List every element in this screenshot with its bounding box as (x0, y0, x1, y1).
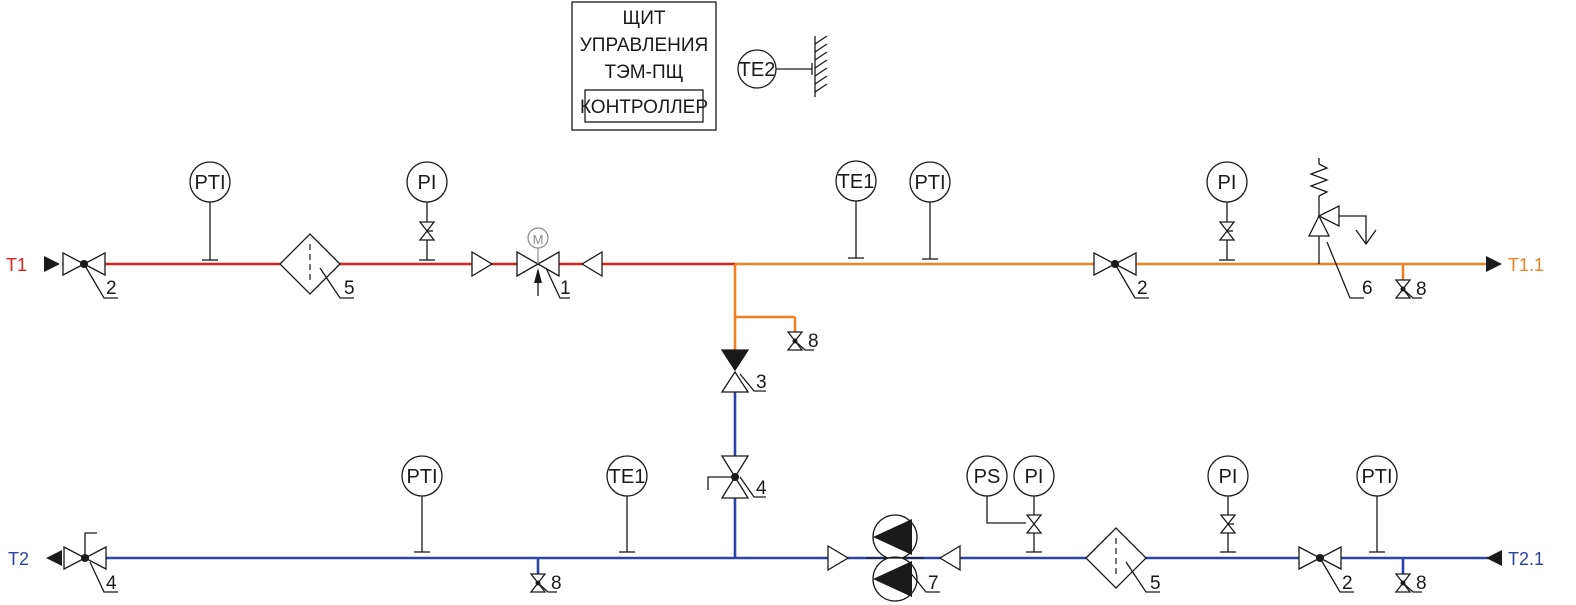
pressure-indicator: PI (406, 161, 448, 261)
temperature-sensor: TE1 (835, 160, 877, 259)
drain-valve-icon: 8 (786, 331, 819, 352)
instrument-label: TE1 (609, 466, 646, 488)
controller-box (584, 89, 704, 123)
drain-valve-icon: 8 (1394, 279, 1427, 300)
temperature-sensor: TE1 (606, 455, 648, 553)
label-t11: T1.1 (1486, 255, 1544, 275)
item-number: 8 (551, 573, 562, 594)
item-number: 4 (106, 573, 117, 594)
pressure-indicator: PI (1013, 455, 1055, 553)
reducer-icon (938, 544, 961, 572)
instrument-label: TE1 (838, 171, 875, 193)
ball-valve-icon: 2 (1298, 545, 1354, 594)
instrument-label: PTI (914, 172, 945, 194)
item-number: 1 (560, 278, 571, 299)
pressure-temperature-indicator: PTI (1356, 455, 1398, 553)
item-number: 5 (344, 278, 355, 299)
panel-title-line-2: УПРАВЛЕНИЯ (580, 35, 709, 56)
label-t21: T2.1 (1486, 549, 1544, 569)
item-number: 8 (1416, 279, 1427, 300)
t21-text: T2.1 (1508, 549, 1544, 569)
instrument-label: PS (974, 466, 1001, 488)
instrument-label: PI (1219, 466, 1238, 488)
reducer-icon (471, 250, 494, 278)
pressure-indicator: PI (1207, 455, 1249, 553)
motorized-control-valve-icon: M 1 (516, 227, 571, 299)
reducer-icon (580, 250, 603, 278)
item-number: 2 (1137, 278, 1148, 299)
pressure-indicator: PI (1206, 161, 1248, 261)
instrument-label: PTI (194, 172, 225, 194)
pressure-temperature-indicator: PTI (189, 161, 231, 261)
balancing-valve-icon: 4 (707, 455, 767, 499)
instrument-label: PI (1025, 466, 1044, 488)
strainer-filter-icon: 5 (1085, 527, 1161, 594)
panel-title-line-3: ТЭМ-ПЩ (605, 62, 684, 83)
drain-valve-icon: 8 (529, 573, 562, 594)
pressure-temperature-indicator: PTI (401, 455, 443, 553)
check-valve-icon: 3 (720, 349, 767, 393)
label-t1: T1 (6, 255, 60, 275)
instrument-label: PTI (1361, 466, 1392, 488)
reducer-icon (827, 544, 850, 572)
item-number: 3 (756, 372, 767, 393)
controller-label: КОНТРОЛЛЕР (580, 97, 708, 118)
t11-text: T1.1 (1508, 255, 1544, 275)
item-number: 2 (1342, 573, 1353, 594)
safety-relief-valve-icon: 6 (1307, 158, 1377, 299)
item-number: 4 (756, 478, 767, 499)
instrument-label: PTI (406, 466, 437, 488)
t2-text: T2 (8, 549, 29, 569)
circulation-pump-icon: 7 (866, 514, 940, 602)
instrument-label: PI (1218, 172, 1237, 194)
item-number: 7 (928, 573, 939, 594)
svg-text:M: M (533, 232, 544, 247)
label-t2: T2 (8, 549, 62, 569)
ball-valve-icon: 2 (62, 251, 118, 299)
pressure-switch: PS (966, 455, 1026, 524)
balancing-valve-icon: 4 (63, 532, 118, 594)
control-panel: ЩИТ УПРАВЛЕНИЯ ТЭМ-ПЩ КОНТРОЛЛЕР (571, 1, 717, 131)
panel-title-line-1: ЩИТ (622, 8, 665, 29)
strainer-filter-icon: 5 (279, 233, 355, 299)
item-number: 2 (106, 278, 117, 299)
instrument-label: PI (418, 172, 437, 194)
item-number: 8 (1416, 573, 1427, 594)
outdoor-temperature-sensor: TE2 (737, 35, 828, 97)
pipe-t11-supply-out (733, 262, 1486, 350)
t1-text: T1 (6, 255, 27, 275)
item-number: 6 (1362, 278, 1373, 299)
item-number: 5 (1150, 573, 1161, 594)
pipe-t2-return (88, 392, 1488, 574)
pressure-temperature-indicator: PTI (909, 161, 951, 260)
te2-label: TE2 (739, 59, 776, 81)
ball-valve-icon: 2 (1093, 251, 1149, 299)
drain-valve-icon: 8 (1394, 573, 1427, 594)
item-number: 8 (808, 331, 819, 352)
